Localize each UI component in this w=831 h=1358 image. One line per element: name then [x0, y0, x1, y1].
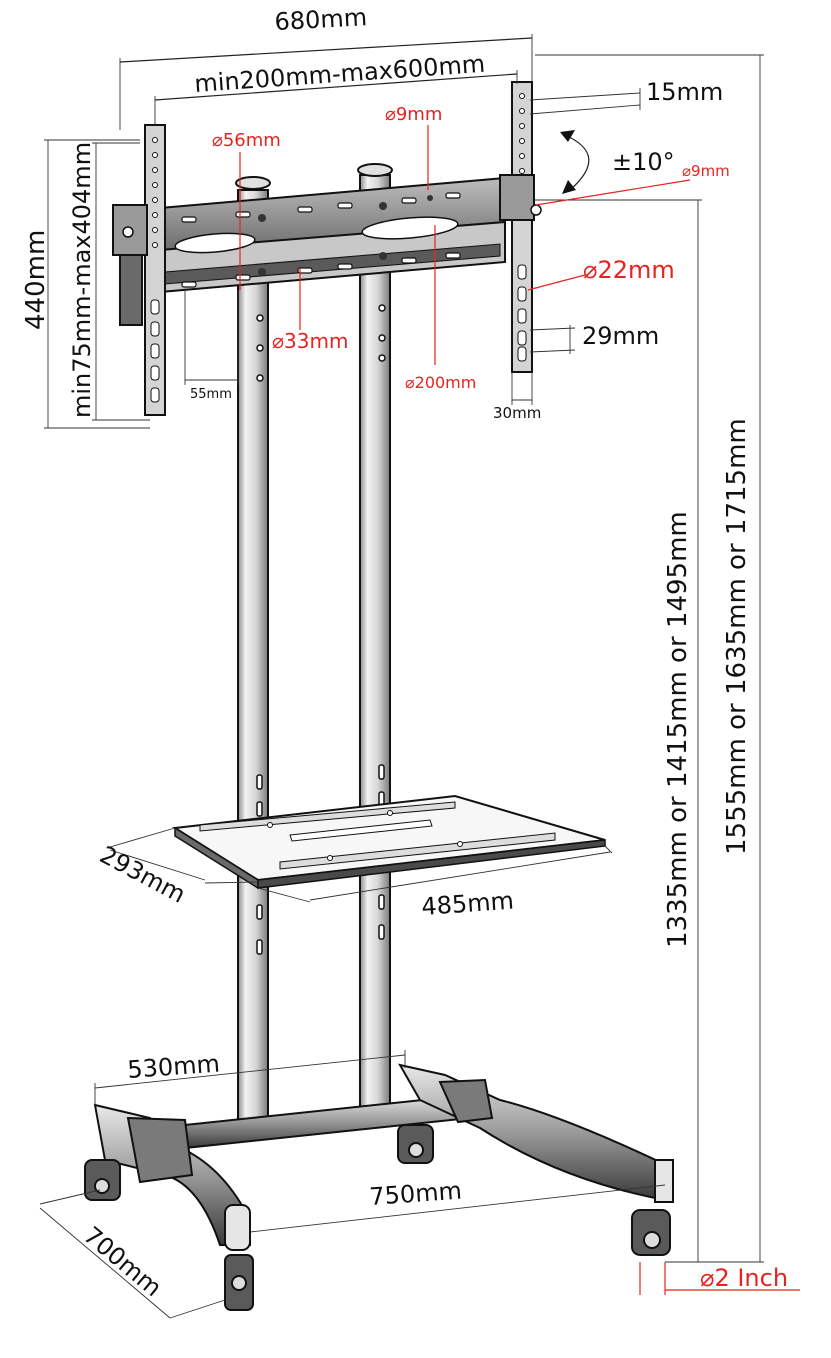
vesa-bracket: [112, 81, 542, 416]
label-center-spacing: ⌀200mm: [405, 373, 476, 392]
label-vesa-horizontal: min200mm-max600mm: [193, 50, 486, 98]
label-arm-offset: 55mm: [190, 387, 232, 402]
poles: [235, 163, 393, 1121]
label-side-hole: ⌀9mm: [682, 162, 730, 180]
right-pole-top: [357, 163, 393, 177]
label-slot-diameter: ⌀22mm: [583, 256, 675, 284]
label-base-width: 750mm: [368, 1177, 462, 1211]
right-pole: [359, 174, 391, 1116]
label-vesa-vertical: min75mm-max404mm: [68, 142, 96, 418]
label-shelf-depth: 293mm: [95, 841, 190, 909]
label-top-hole: ⌀9mm: [385, 104, 442, 125]
label-plate-thickness: 15mm: [646, 78, 723, 106]
label-tilt: ±10°: [612, 148, 675, 176]
labels: 680mm min200mm-max600mm 15mm ±10° ⌀9mm ⌀…: [21, 3, 788, 1302]
label-height-small: 1335mm or 1415mm or 1495mm: [663, 511, 693, 948]
label-base-depth: 700mm: [78, 1221, 167, 1302]
red-callouts: [239, 125, 800, 1295]
label-shelf-width: 485mm: [420, 887, 514, 921]
left-pole: [237, 189, 269, 1121]
label-arm-width: 30mm: [493, 404, 541, 422]
base: [84, 1063, 674, 1311]
label-slot-length: 29mm: [582, 322, 659, 350]
casters: [84, 1124, 671, 1311]
label-bracket-height: 440mm: [21, 230, 51, 330]
left-pole-top: [235, 176, 271, 190]
label-base-inner-width: 530mm: [126, 1050, 220, 1084]
label-tube-diameter: ⌀56mm: [212, 130, 281, 151]
right-vertical-arm: [511, 81, 533, 373]
label-center-hole: ⌀33mm: [272, 329, 348, 353]
label-height-large: 1555mm or 1635mm or 1715mm: [722, 418, 752, 855]
label-overall-width: 680mm: [274, 3, 368, 36]
label-caster-size: ⌀2 Inch: [700, 1264, 788, 1292]
dimension-lines: [39, 34, 764, 1319]
